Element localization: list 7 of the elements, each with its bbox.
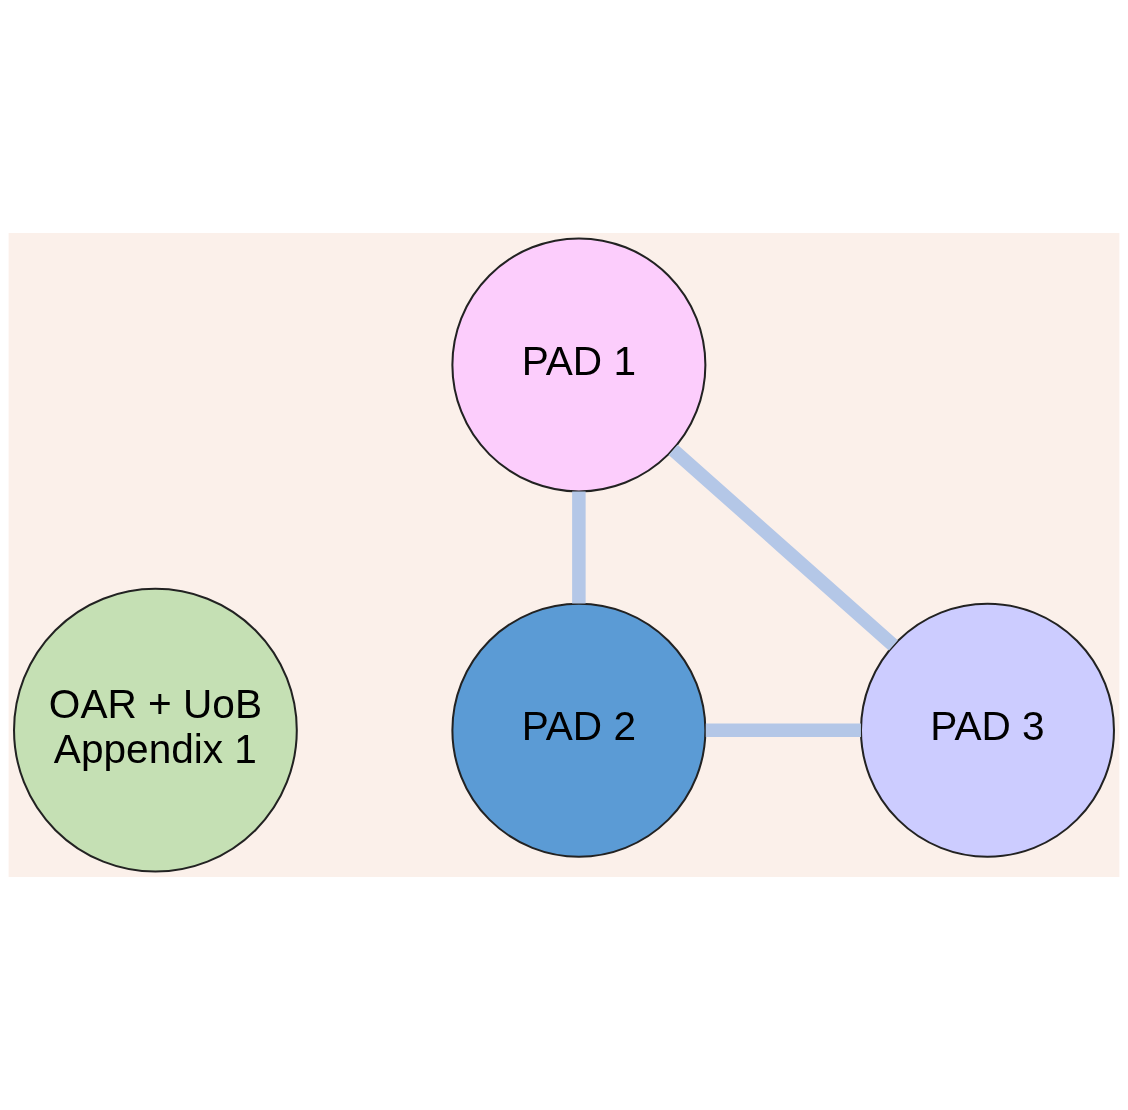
node-circle: PAD 3 xyxy=(859,602,1115,858)
connector xyxy=(668,444,898,651)
connector xyxy=(572,491,586,604)
connector xyxy=(705,723,861,737)
node-circle: PAD 2 xyxy=(451,602,707,858)
node-circle: OAR + UoB Appendix 1 xyxy=(13,587,298,873)
node-circle: PAD 1 xyxy=(451,237,707,493)
